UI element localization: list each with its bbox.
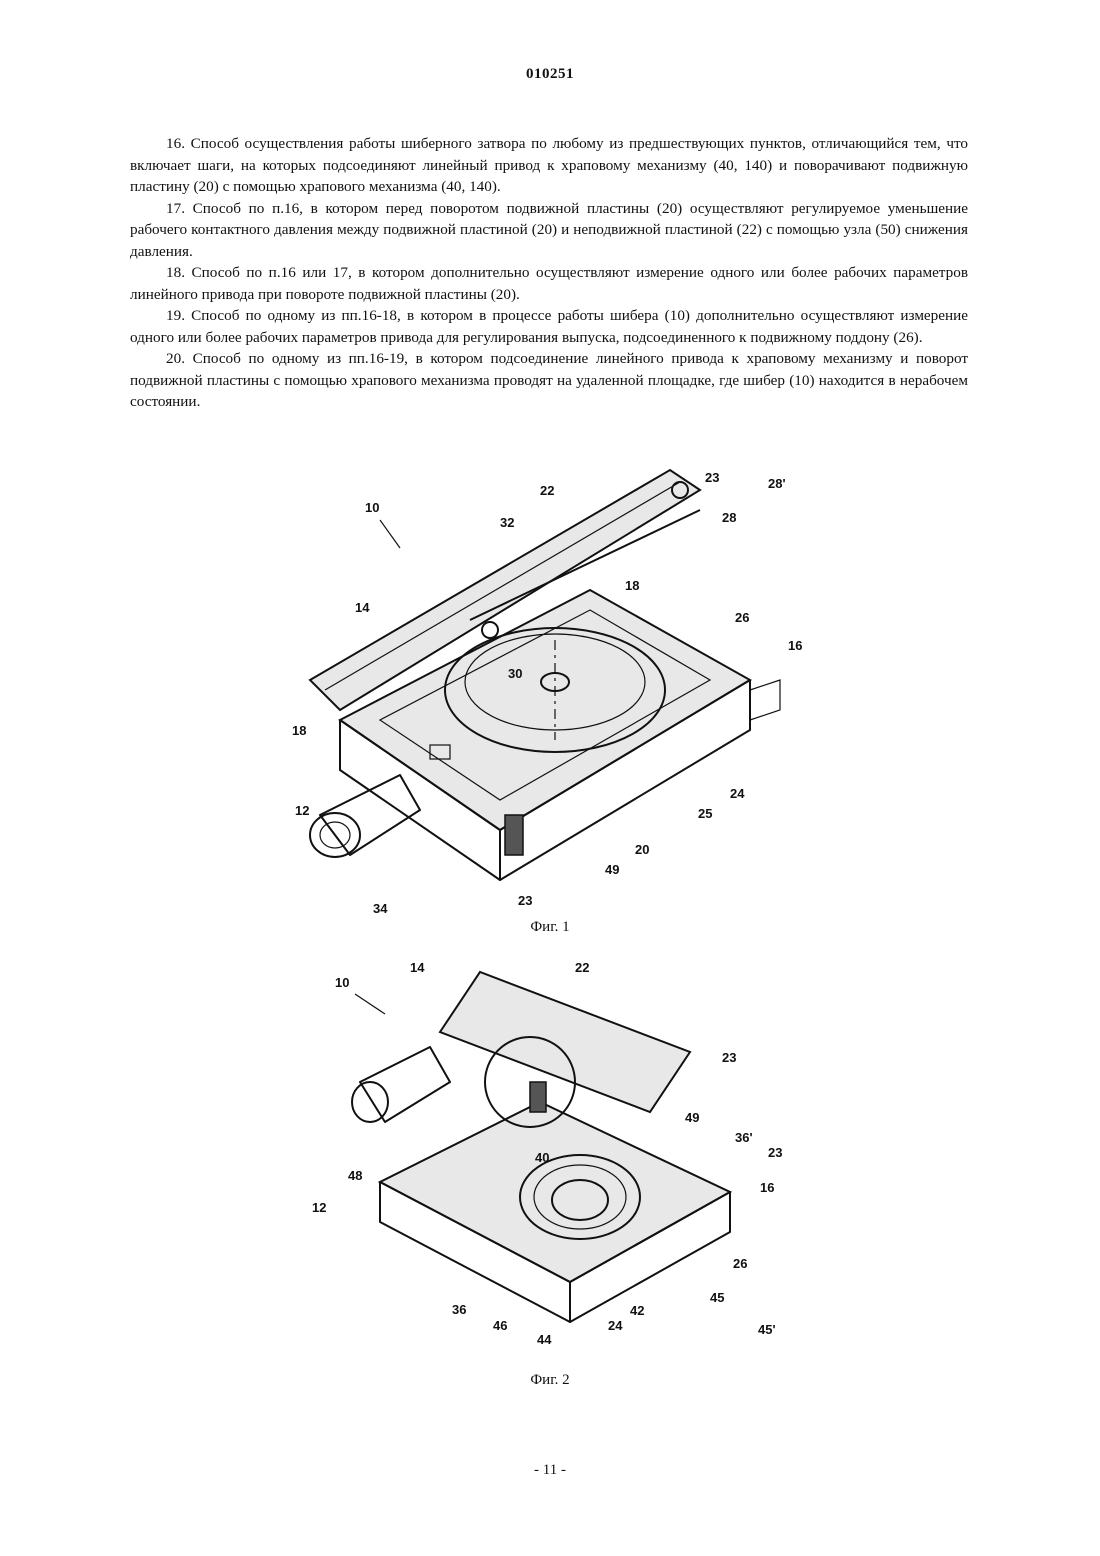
label-16: 16: [760, 1180, 774, 1195]
label-18-top: 18: [625, 578, 639, 593]
connector-block: [530, 1082, 546, 1112]
document-number: 010251: [0, 66, 1100, 83]
claim-16: 16. Способ осуществления работы шиберног…: [130, 133, 968, 198]
label-23-bottom: 23: [518, 893, 532, 908]
page-number: - 11 -: [0, 1462, 1100, 1479]
label-45: 45: [710, 1290, 724, 1305]
label-32: 32: [500, 515, 514, 530]
actuator-cylinder: [360, 1047, 450, 1122]
label-44: 44: [537, 1332, 552, 1347]
label-14: 14: [355, 600, 370, 615]
label-46: 46: [493, 1318, 507, 1333]
label-12: 12: [295, 803, 309, 818]
connector-block: [505, 815, 523, 855]
label-24: 24: [608, 1318, 623, 1333]
label-45p: 45': [758, 1322, 776, 1337]
cylinder-end: [352, 1082, 388, 1122]
label-25: 25: [698, 806, 712, 821]
claim-17: 17. Способ по п.16, в котором перед пово…: [130, 198, 968, 263]
label-23-right: 23: [768, 1145, 782, 1160]
label-10: 10: [335, 975, 349, 990]
figure-1-caption: Фиг. 1: [0, 919, 1100, 936]
label-20: 20: [635, 842, 649, 857]
label-24: 24: [730, 786, 745, 801]
label-23: 23: [705, 470, 719, 485]
claim-18: 18. Способ по п.16 или 17, в котором доп…: [130, 262, 968, 305]
lid-plate: [440, 972, 690, 1112]
label-49: 49: [605, 862, 619, 877]
figure-2-caption: Фиг. 2: [0, 1372, 1100, 1389]
label-14: 14: [410, 960, 425, 975]
label-10: 10: [365, 500, 379, 515]
claims-text: 16. Способ осуществления работы шиберног…: [130, 133, 968, 413]
arm-pin: [482, 622, 498, 638]
label-36: 36: [452, 1302, 466, 1317]
label-22: 22: [575, 960, 589, 975]
label-36p: 36': [735, 1130, 753, 1145]
label-48: 48: [348, 1168, 362, 1183]
claim-19: 19. Способ по одному из пп.16-18, в кото…: [130, 305, 968, 348]
figure-1-drawing: 10 22 23 28' 32 28 18 14 26 16 30 18 12 …: [290, 450, 810, 920]
claim-20: 20. Способ по одному из пп.16-19, в кото…: [130, 348, 968, 413]
label-26: 26: [735, 610, 749, 625]
right-flange: [750, 680, 780, 720]
figure-2-drawing: 10 14 22 23 49 36' 23 40 16 48 12 26 36 …: [290, 952, 810, 1372]
label-30: 30: [508, 666, 522, 681]
label-22: 22: [540, 483, 554, 498]
leader-10: [355, 994, 385, 1014]
leader-10: [380, 520, 400, 548]
label-49: 49: [685, 1110, 699, 1125]
label-23-top: 23: [722, 1050, 736, 1065]
label-42: 42: [630, 1303, 644, 1318]
label-40: 40: [535, 1150, 549, 1165]
label-28: 28: [722, 510, 736, 525]
label-28p: 28': [768, 476, 786, 491]
label-34: 34: [373, 901, 388, 916]
label-18-left: 18: [292, 723, 306, 738]
label-26: 26: [733, 1256, 747, 1271]
label-16: 16: [788, 638, 802, 653]
label-12: 12: [312, 1200, 326, 1215]
